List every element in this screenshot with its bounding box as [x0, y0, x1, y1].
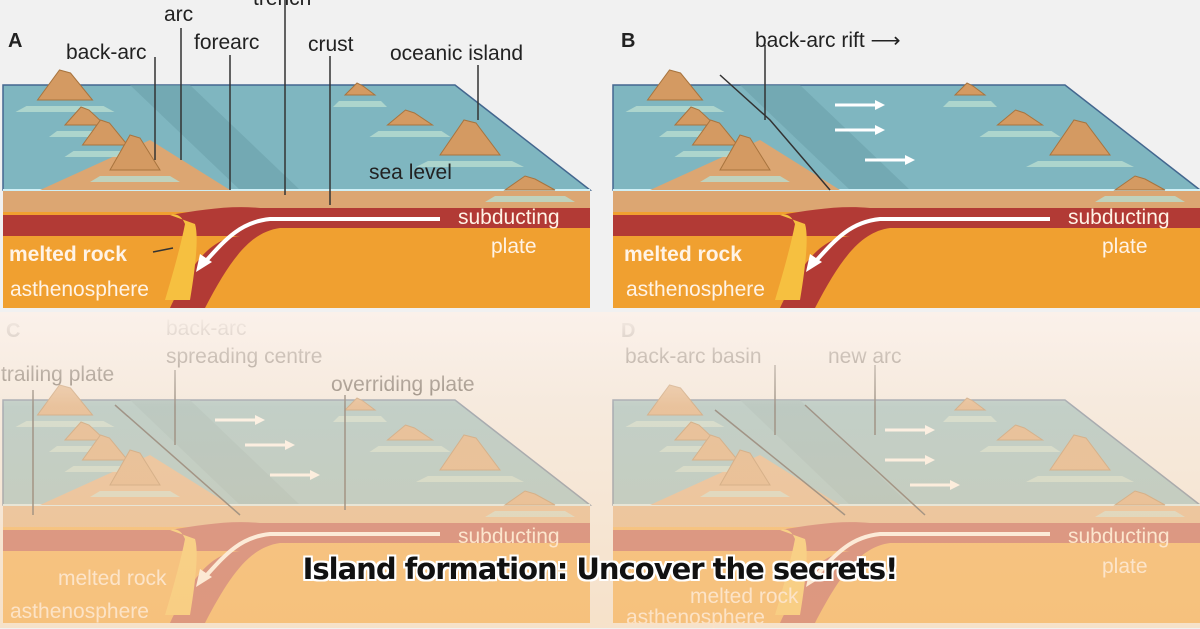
- island: [1049, 119, 1111, 156]
- reef-shallows: [416, 476, 524, 482]
- melted-rock-plume: [165, 214, 197, 300]
- caption-title: Island formation: Uncover the secrets!: [302, 552, 899, 586]
- reef-shallows: [625, 106, 725, 112]
- reef-shallows: [1026, 476, 1134, 482]
- label-melted-rock: melted rock: [624, 243, 742, 266]
- reef-shallows: [943, 416, 997, 422]
- island: [996, 109, 1045, 126]
- label-subducting: subducting: [458, 206, 560, 229]
- label-asthenosphere: asthenosphere: [10, 278, 149, 301]
- label-new-arc: new arc: [828, 345, 902, 368]
- label-trench: trench: [253, 0, 311, 9]
- panel-c-letter: C: [6, 320, 21, 342]
- subduction-arrow: [813, 217, 1050, 264]
- reef-shallows: [369, 446, 451, 452]
- island: [503, 175, 556, 191]
- island: [673, 106, 717, 126]
- label-melted-rock: melted rock: [690, 585, 799, 608]
- label-plate: plate: [491, 235, 537, 258]
- reef-shallows: [700, 176, 790, 182]
- label-back-arc: back-arc: [66, 41, 147, 64]
- reef-shallows: [90, 176, 180, 182]
- label-trailing-plate: trailing plate: [1, 363, 115, 386]
- arrow-head: [875, 125, 885, 135]
- label-subducting: subducting: [1068, 525, 1170, 548]
- crust-layer: [3, 190, 590, 212]
- trench: [130, 85, 300, 190]
- leader-line: [152, 247, 174, 253]
- island: [63, 106, 107, 126]
- label-subducting: subducting: [1068, 206, 1170, 229]
- panel-a: [2, 0, 593, 308]
- trench: [740, 85, 910, 190]
- label-asthenosphere: asthenosphere: [626, 278, 765, 301]
- reef-shallows: [416, 161, 524, 167]
- arrow-head: [875, 100, 885, 110]
- reef-shallows: [15, 106, 115, 112]
- label-back-arc: back-arc: [166, 317, 247, 340]
- reef-shallows: [1026, 161, 1134, 167]
- island: [719, 134, 771, 171]
- island: [953, 82, 987, 96]
- reef-shallows: [979, 446, 1061, 452]
- reef-shallows: [625, 421, 725, 427]
- panel-d-letter: D: [621, 320, 636, 342]
- island: [386, 109, 435, 126]
- lithosphere-plate: [613, 207, 1200, 308]
- island: [691, 119, 739, 146]
- label-subducting: subducting: [458, 525, 560, 548]
- island: [109, 134, 161, 171]
- lithosphere-plate: [3, 207, 590, 308]
- reef-shallows: [943, 101, 997, 107]
- arrow-right-icon: ⟶: [870, 29, 901, 52]
- panel-b: [612, 45, 1200, 308]
- label-back-arc-basin: back-arc basin: [625, 345, 762, 368]
- island: [1113, 175, 1166, 191]
- island: [36, 69, 94, 101]
- subduction-arrow: [203, 217, 440, 264]
- crust-layer: [613, 190, 1200, 212]
- label-plate: plate: [1102, 235, 1148, 258]
- label-spreading-centre: spreading centre: [166, 345, 323, 368]
- reef-shallows: [1095, 196, 1185, 202]
- leader-line: [719, 74, 831, 191]
- panel-b-letter: B: [621, 30, 636, 52]
- label-sea-level: sea level: [369, 161, 452, 184]
- label-oceanic-island: oceanic island: [390, 42, 524, 65]
- label-overriding-plate: overriding plate: [331, 373, 475, 396]
- island: [439, 119, 501, 156]
- reef-shallows: [700, 491, 790, 497]
- label-forearc: forearc: [194, 31, 260, 54]
- subduction-arrow-head: [196, 254, 212, 272]
- label-asthenosphere: asthenosphere: [626, 606, 765, 629]
- reef-shallows: [15, 421, 115, 427]
- reef-shallows: [90, 491, 180, 497]
- island: [646, 69, 704, 101]
- reef-shallows: [979, 131, 1061, 137]
- island: [81, 119, 129, 146]
- reef-shallows: [1095, 511, 1185, 517]
- label-melted-rock: melted rock: [9, 243, 127, 266]
- reef-shallows: [485, 196, 575, 202]
- panel-a-letter: A: [8, 30, 23, 52]
- melted-rock-plume: [775, 214, 807, 300]
- label-arc: arc: [164, 3, 194, 26]
- reef-shallows: [333, 416, 387, 422]
- reef-shallows: [369, 131, 451, 137]
- back-arc-rift-text: back-arc rift: [755, 29, 865, 52]
- label-crust: crust: [308, 33, 354, 56]
- subduction-arrow-head: [806, 254, 822, 272]
- arrow-head: [905, 155, 915, 165]
- reef-shallows: [485, 511, 575, 517]
- label-asthenosphere: asthenosphere: [10, 600, 149, 623]
- reef-shallows: [333, 101, 387, 107]
- island: [343, 82, 377, 96]
- label-back-arc-rift: back-arc rift ⟶: [755, 30, 901, 51]
